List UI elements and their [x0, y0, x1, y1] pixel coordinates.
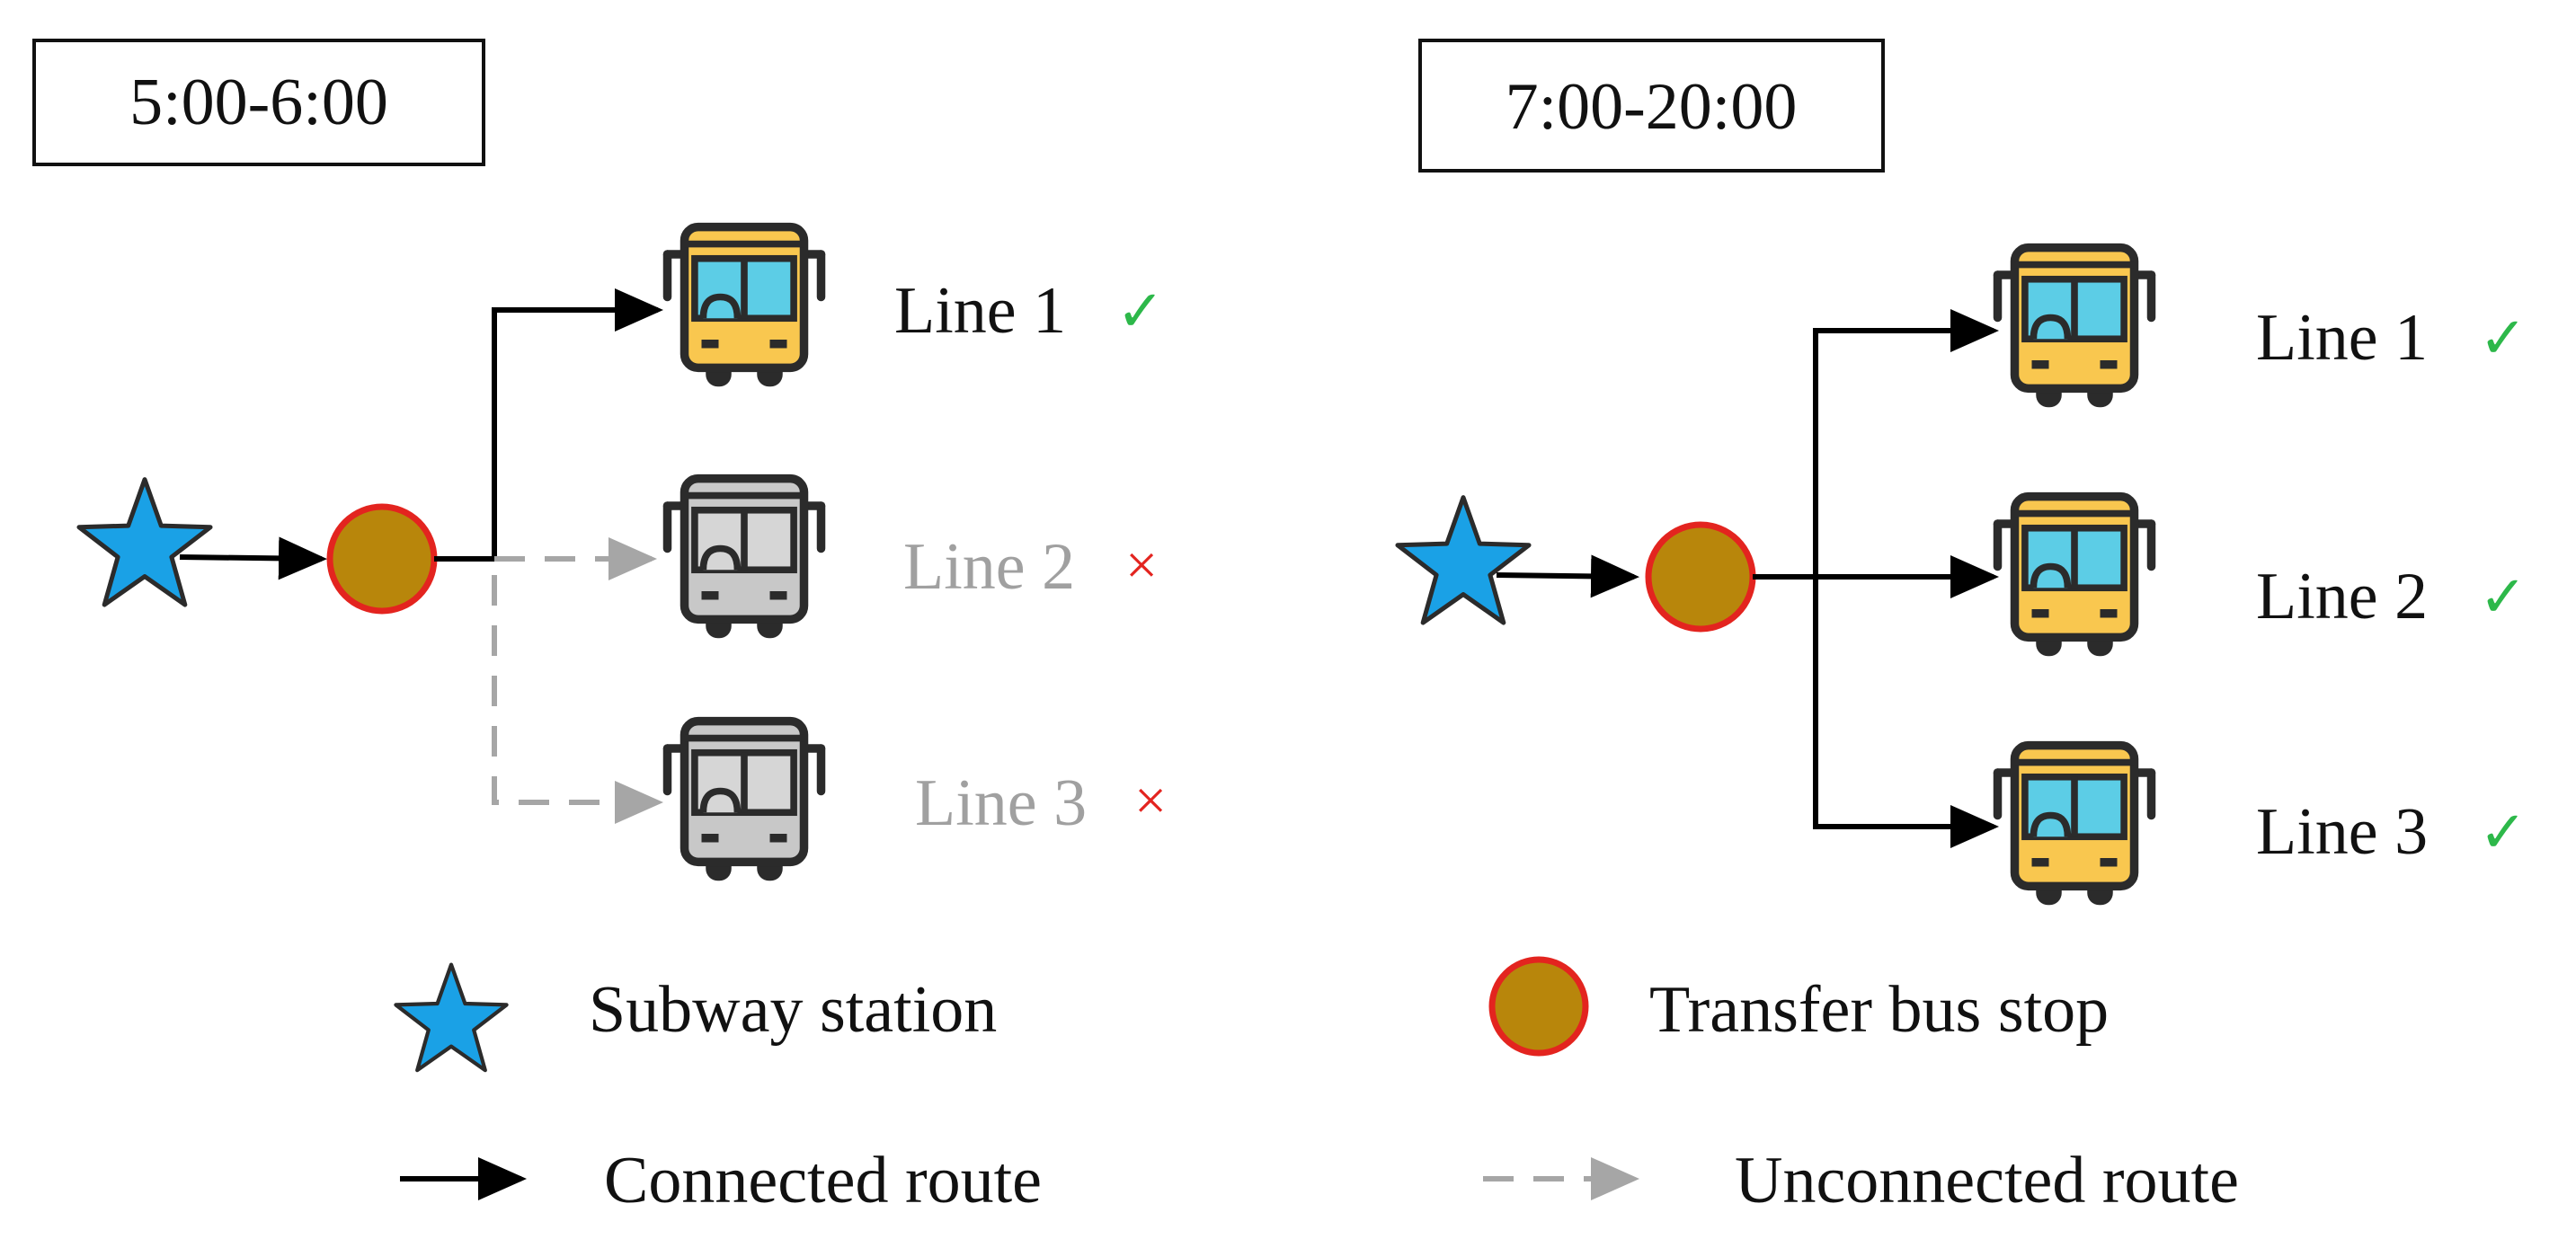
cross-mark-icon: × — [1134, 768, 1167, 832]
subway-station-icon — [1398, 498, 1529, 623]
bus-icon-gray — [668, 721, 822, 881]
line-label-left-3: Line 3 — [915, 766, 1087, 840]
legend-connected-route: Connected route — [604, 1144, 1042, 1217]
panel-left: 5:00-6:00 Line 1 ✓ Line 2 × Line 3 × — [32, 39, 1167, 881]
bus-icon — [1998, 497, 2152, 657]
legend-subway-station: Subway station — [589, 973, 997, 1047]
check-mark-icon: ✓ — [2479, 565, 2527, 629]
bus-icon — [668, 227, 822, 387]
transfer-bus-stop-icon — [1645, 521, 1756, 633]
line-label-left-1: Line 1 — [894, 274, 1066, 348]
subway-station-icon — [79, 480, 210, 605]
cross-mark-icon: × — [1125, 533, 1158, 597]
check-mark-icon: ✓ — [2479, 801, 2527, 864]
bus-icon — [1998, 248, 2152, 408]
time-label-right: 7:00-20:00 — [1506, 70, 1798, 144]
connected-route-line-1 — [1813, 309, 1999, 577]
connected-route-arrow — [1496, 554, 1639, 598]
legend-unconnected-route: Unconnected route — [1735, 1144, 2239, 1217]
subway-station-icon — [395, 965, 506, 1071]
time-box-left — [32, 39, 485, 166]
line-label-left-2: Line 2 — [903, 530, 1075, 604]
line-label-right-1: Line 1 — [2256, 301, 2428, 375]
unconnected-route-line-3 — [492, 575, 663, 824]
transfer-bus-stop-icon — [1488, 956, 1589, 1057]
transfer-bus-stop-icon — [326, 503, 438, 615]
connected-route-line-1 — [434, 288, 663, 562]
panel-right: 7:00-20:00 Line 1 ✓ Line 2 ✓ Line 3 ✓ — [1398, 39, 2527, 906]
bus-icon — [1998, 746, 2152, 906]
bus-icon-gray — [668, 479, 822, 639]
line-label-right-2: Line 2 — [2256, 560, 2428, 633]
legend: Subway station Transfer bus stop Connect… — [395, 956, 2239, 1217]
time-label-left: 5:00-6:00 — [129, 66, 388, 139]
connected-route-arrow — [179, 536, 327, 580]
check-mark-icon: ✓ — [2479, 306, 2527, 370]
legend-transfer-bus-stop: Transfer bus stop — [1649, 973, 2109, 1047]
check-mark-icon: ✓ — [1116, 279, 1165, 343]
connected-route-line-3 — [1813, 577, 1999, 848]
time-box-right — [1418, 39, 1885, 173]
line-label-right-3: Line 3 — [2256, 795, 2428, 869]
